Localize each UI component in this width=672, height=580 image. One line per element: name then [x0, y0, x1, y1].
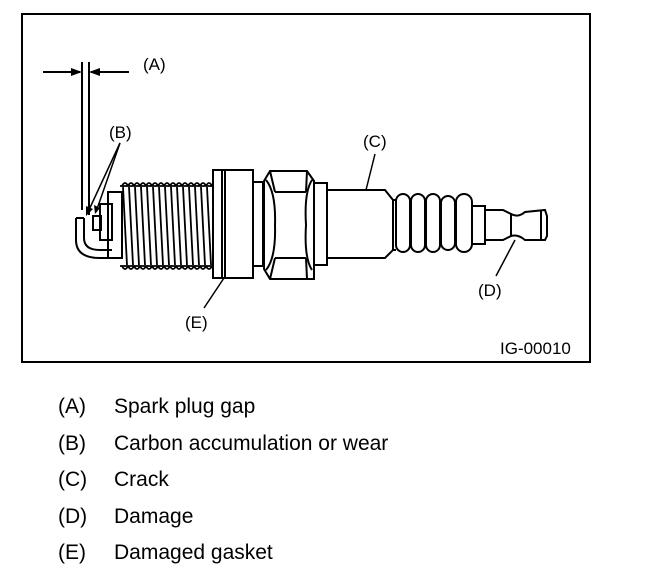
legend-item: (C) Crack: [58, 465, 388, 502]
legend-key: (B): [58, 431, 86, 455]
callout-d-label: (D): [478, 281, 502, 300]
shell-neck: [252, 181, 264, 267]
callout-c-leader: [365, 153, 376, 191]
diagram-frame: [21, 13, 591, 363]
terminal: [472, 205, 548, 245]
legend-description: Crack: [114, 468, 169, 491]
thread-base: [107, 191, 123, 259]
ground-electrode: [75, 217, 118, 259]
legend-key: (A): [58, 395, 86, 418]
callout-b-leaders: [87, 142, 121, 213]
hex-nut: [263, 170, 315, 280]
legend-item: (A) Spark plug gap: [58, 392, 388, 429]
shell-collar: [313, 182, 328, 266]
legend-description: Damaged gasket: [114, 541, 273, 564]
callout-d-leader: [495, 239, 516, 277]
callout-e-label: (E): [185, 313, 208, 332]
callout-b-label: (B): [109, 123, 132, 142]
legend-description: Spark plug gap: [114, 395, 256, 418]
legend-item: (B) Carbon accumulation or wear: [58, 429, 388, 466]
spark-plug-diagram: (A) (B) (C) (D) (E) IG-00010: [21, 13, 591, 363]
legend-item: (E) Damaged gasket: [58, 538, 388, 575]
gap-arrowhead-right: [89, 68, 100, 76]
gasket-seat: [212, 169, 254, 279]
legend-list: (A) Spark plug gap (B) Carbon accumulation…: [58, 392, 388, 575]
callout-a-label: (A): [143, 55, 166, 74]
insulator-ribs: [393, 193, 473, 253]
legend-description: Carbon accumulation or wear: [114, 431, 389, 455]
callout-b-arrowhead-1: [86, 206, 93, 216]
figure-id-label: IG-00010: [500, 339, 571, 358]
legend-key: (E): [58, 541, 86, 564]
callout-e-leader: [203, 277, 225, 309]
callout-b-arrowhead-2: [94, 205, 100, 214]
legend-key: (C): [58, 468, 88, 491]
insulator-tip: [99, 203, 113, 241]
gap-arrowhead-left: [71, 68, 82, 76]
callout-c-label: (C): [363, 132, 387, 151]
legend-item: (D) Damage: [58, 502, 388, 539]
insulator-body: [327, 189, 394, 259]
legend-key: (D): [58, 504, 88, 528]
legend-description: Damage: [114, 504, 194, 528]
leader-lines: [203, 153, 516, 309]
threaded-section: [120, 182, 213, 270]
